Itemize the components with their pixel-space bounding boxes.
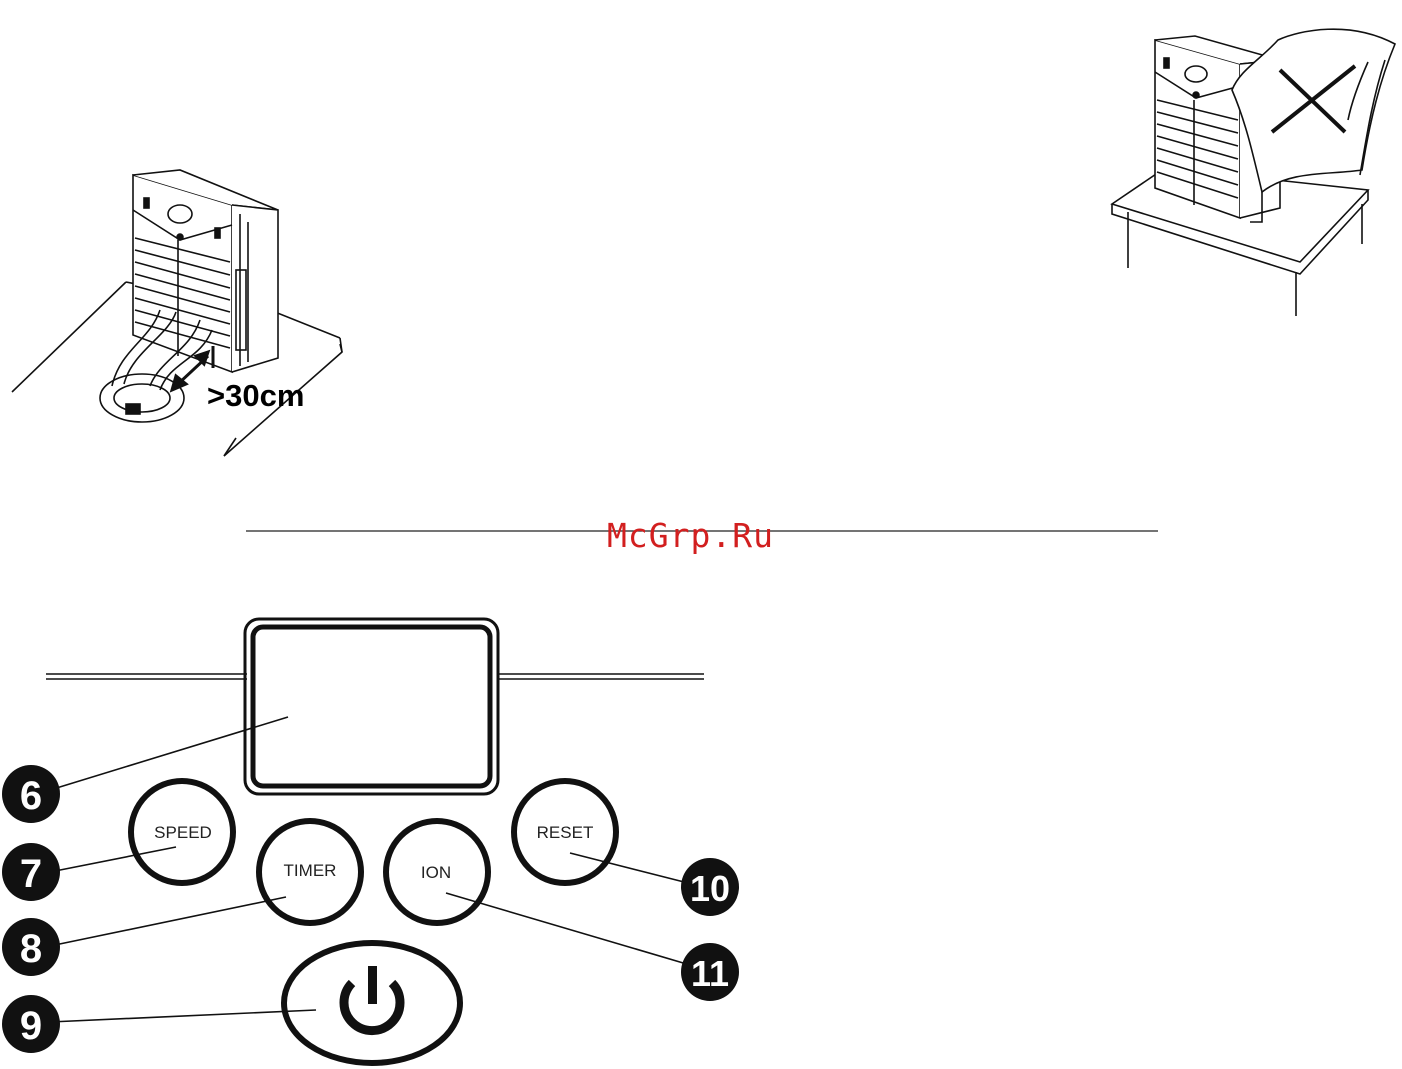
callout-10: 10 (681, 858, 739, 916)
callout-8-number: 8 (20, 927, 42, 971)
callout-6: 6 (2, 765, 60, 823)
control-panel-diagram: SPEED TIMER ION RESET (2, 619, 739, 1063)
callout-11: 11 (681, 943, 739, 1001)
callout-11-number: 11 (691, 953, 729, 994)
callout-9: 9 (2, 995, 60, 1053)
purifier-covered-prohibited-illustration (1112, 29, 1395, 316)
panel-edge (46, 674, 704, 679)
callout-7-number: 7 (20, 852, 42, 896)
reset-button-label: RESET (537, 823, 594, 842)
callout-8: 8 (2, 918, 60, 976)
callout-10-number: 10 (690, 868, 730, 909)
ion-button[interactable]: ION (386, 821, 488, 923)
speed-button[interactable]: SPEED (131, 781, 233, 883)
ion-button-label: ION (421, 863, 451, 882)
timer-button[interactable]: TIMER (259, 821, 361, 923)
callout-9-number: 9 (20, 1004, 42, 1048)
callout-6-number: 6 (20, 774, 42, 818)
timer-button-label: TIMER (284, 861, 337, 880)
callout-7: 7 (2, 843, 60, 901)
power-button[interactable] (284, 943, 460, 1063)
reset-button[interactable]: RESET (514, 781, 616, 883)
speed-button-label: SPEED (154, 823, 212, 842)
display-window (245, 619, 498, 794)
watermark: McGrp.Ru (607, 516, 774, 555)
distance-label: >30cm (207, 378, 304, 414)
